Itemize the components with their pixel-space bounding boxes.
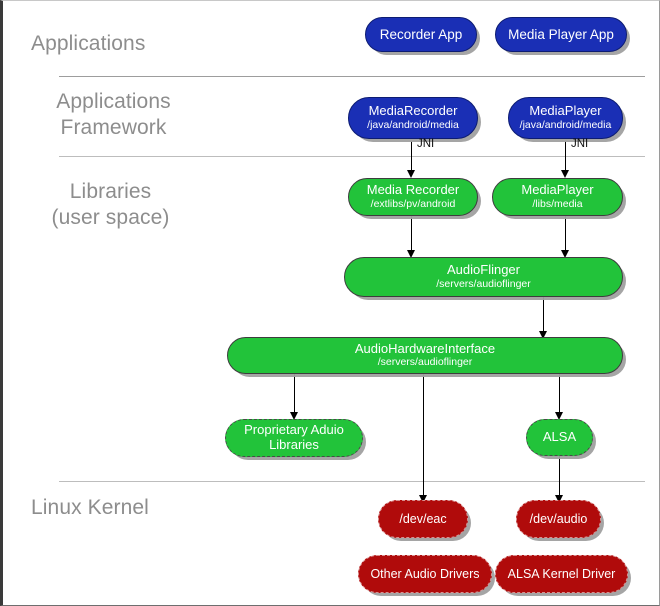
node-dev-audio-title: /dev/audio [529, 512, 588, 526]
node-recorder-app-title: Recorder App [379, 26, 463, 42]
connector-alsa-to-dev-audio [559, 455, 560, 497]
node-recorder-app[interactable]: Recorder App [365, 17, 477, 52]
node-alsa-kernel-driver-title: ALSA Kernel Driver [507, 567, 616, 581]
node-media-recorder-library[interactable]: Media Recorder /extlibs/pv/android [348, 178, 478, 216]
divider-applications [59, 76, 645, 77]
layer-label-linux-kernel: Linux Kernel [31, 496, 149, 519]
divider-libraries [59, 481, 645, 482]
node-mediarecorder-framework-title: MediaRecorder [368, 103, 458, 119]
layer-label-libraries: Libraries (user space) [51, 180, 170, 229]
connector-ahi-to-alsa [559, 373, 560, 415]
node-mediaplayer-library-title: MediaPlayer [521, 182, 594, 198]
node-alsa[interactable]: ALSA [526, 419, 593, 456]
node-media-player-app-title: Media Player App [508, 26, 614, 42]
arrowhead-dev-eac [419, 495, 427, 503]
arrowhead-mediaplayer-lib [561, 170, 569, 178]
arrowhead-audioflinger-left [407, 250, 415, 258]
edge-label-jni-left: JNI [417, 138, 435, 150]
node-mediaplayer-framework[interactable]: MediaPlayer /java/android/media [508, 97, 623, 139]
node-audiohardwareinterface[interactable]: AudioHardwareInterface /servers/audiofli… [227, 337, 623, 374]
arrowhead-alsa [555, 412, 563, 420]
node-other-audio-drivers-title: Other Audio Drivers [370, 567, 480, 581]
node-media-recorder-library-title: Media Recorder [366, 182, 460, 198]
node-audioflinger[interactable]: AudioFlinger /servers/audioflinger [344, 257, 623, 297]
connector-mediarecorder-lib-to-audioflinger [411, 215, 412, 253]
layer-label-applications: Applications [31, 32, 146, 55]
node-alsa-title: ALSA [542, 429, 577, 445]
node-audiohardwareinterface-path: /servers/audioflinger [377, 356, 473, 369]
node-alsa-kernel-driver[interactable]: ALSA Kernel Driver [495, 555, 628, 593]
node-mediaplayer-framework-title: MediaPlayer [529, 103, 602, 119]
node-other-audio-drivers[interactable]: Other Audio Drivers [358, 555, 492, 593]
node-mediarecorder-framework-path: /java/android/media [367, 118, 459, 131]
divider-framework [59, 156, 645, 157]
connector-mediarecorder-fw-to-lib [411, 141, 412, 173]
node-mediarecorder-framework[interactable]: MediaRecorder /java/android/media [348, 97, 478, 139]
node-audioflinger-title: AudioFlinger [447, 262, 520, 278]
arrowhead-audiohardwareinterface [539, 331, 547, 339]
connector-ahi-to-dev-eac [423, 373, 424, 498]
arrowhead-proprietary-libs [290, 412, 298, 420]
node-dev-eac-title: /dev/eac [399, 512, 447, 526]
node-mediaplayer-framework-path: /java/android/media [519, 118, 612, 131]
node-audiohardwareinterface-title: AudioHardwareInterface [354, 340, 496, 356]
arrowhead-dev-audio [555, 495, 563, 503]
node-dev-eac[interactable]: /dev/eac [378, 500, 468, 538]
node-proprietary-audio-libraries-title-line2: Libraries [269, 437, 319, 452]
arrowhead-mediarecorder-lib [407, 170, 415, 178]
node-proprietary-audio-libraries[interactable]: Proprietary Aduio Libraries [225, 419, 363, 457]
connector-mediaplayer-fw-to-lib [565, 141, 566, 173]
arrowhead-audioflinger-right [561, 250, 569, 258]
node-proprietary-audio-libraries-title: Proprietary Aduio [244, 422, 344, 438]
connector-mediaplayer-lib-to-audioflinger [565, 215, 566, 253]
node-mediaplayer-library-path: /libs/media [532, 197, 583, 210]
node-media-player-app[interactable]: Media Player App [495, 17, 627, 52]
node-mediaplayer-library[interactable]: MediaPlayer /libs/media [492, 178, 623, 216]
node-audioflinger-path: /servers/audioflinger [436, 277, 531, 290]
layer-label-applications-framework: Applications Framework [56, 90, 171, 139]
node-media-recorder-library-path: /extlibs/pv/android [370, 197, 456, 210]
node-dev-audio[interactable]: /dev/audio [516, 500, 601, 538]
connector-audioflinger-to-audiohardwareinterface [543, 297, 544, 333]
edge-label-jni-right: JNI [571, 138, 589, 150]
connector-ahi-to-proprietary-libs [294, 373, 295, 415]
